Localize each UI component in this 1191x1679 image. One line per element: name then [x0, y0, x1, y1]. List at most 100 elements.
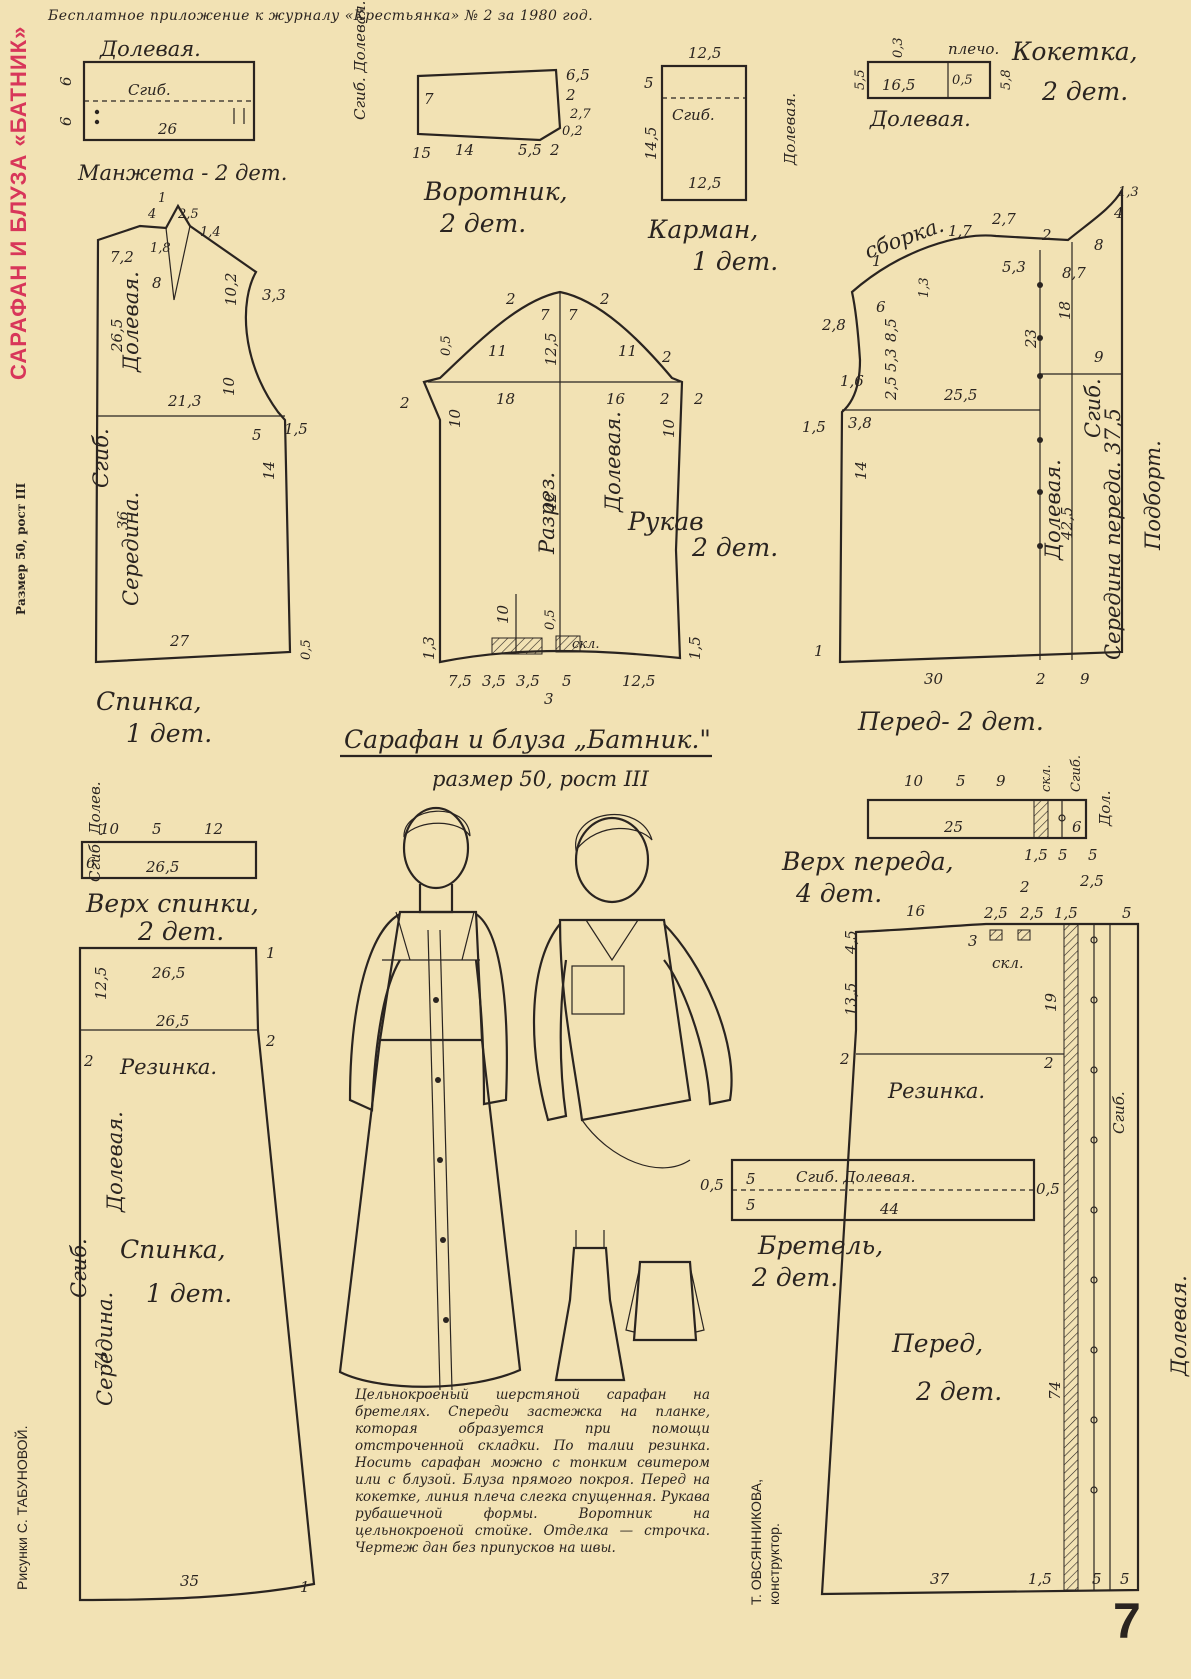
blouse-front-dim: 23: [1022, 329, 1040, 349]
cuff-button-mark: [94, 109, 100, 115]
fashion-illustration: [338, 806, 733, 1391]
strap-piece: 0,5 5 5 44 0,5 Сгиб. Долевая. Бретель, 2…: [700, 1158, 1060, 1292]
sarafan-body: [338, 910, 522, 1388]
blouse-back-dim: 4: [147, 207, 156, 222]
pocket-grain-label: Долевая.: [781, 93, 799, 166]
figure-right-arm: [474, 913, 508, 1106]
upper-back-name-1: Верх спинки,: [85, 889, 259, 918]
sleeve-dim: 2: [505, 290, 516, 308]
cuff-button-mark: [94, 119, 100, 125]
dress-back-outline: [78, 946, 316, 1602]
sleeve-name-2: 2 дет.: [691, 533, 778, 562]
sarafan-strap: [461, 911, 475, 961]
flat-sketches: [554, 1230, 705, 1382]
page-number: 7: [1113, 1593, 1141, 1649]
blouse-front-dim: 9: [1094, 348, 1104, 366]
dress-back-dim: 26,5: [155, 1012, 189, 1030]
dress-front-dim: 2,5: [983, 904, 1008, 922]
blouse-front-dim: 5,3: [882, 348, 900, 372]
sarafan-button: [437, 1157, 443, 1163]
yoke-dim: 5,5: [853, 69, 868, 90]
flat-blouse: [632, 1260, 698, 1342]
sleeve-dim: 16: [606, 390, 626, 408]
sleeve-name-1: Рукав: [627, 507, 704, 536]
sleeve-pleat-hatch: [555, 635, 581, 653]
blouse-front-dim: 1,3: [917, 277, 932, 298]
blouse-front-dim: 1: [872, 252, 882, 270]
blouse-front-dim: 2,5: [882, 376, 900, 401]
figure-head: [402, 806, 470, 890]
blouse-back-name-1: Спинка,: [96, 687, 202, 716]
dress-front-dim: 3: [968, 932, 978, 950]
blouse-back-dim: 1,4: [200, 225, 221, 240]
sleeve-slit-label: Разрез.: [535, 472, 559, 555]
strap-name-1: Бретель,: [757, 1231, 883, 1260]
pocket-name-2: 1 дет.: [692, 247, 778, 276]
sleeve-dim: 2: [659, 390, 670, 408]
blouse-front-dim: 4: [1113, 204, 1124, 222]
sleeve-dim: 10: [494, 604, 512, 624]
upper-back-dim: 10: [100, 820, 120, 838]
sarafan-strap: [395, 911, 411, 961]
sarafan-button: [443, 1317, 449, 1323]
dress-front-dim: 2,5: [1079, 872, 1104, 890]
dress-front-elastic-label: Резинка.: [887, 1079, 985, 1103]
blouse-front-dim: 3,8: [848, 414, 872, 432]
upper-front-dim: 5: [1058, 846, 1068, 864]
dress-back-center-label: Середина.: [93, 1292, 117, 1406]
flat-sarafan: [554, 1246, 626, 1382]
button-mark: [1090, 1206, 1098, 1214]
blouse-front-fold-label: Сгиб.: [1081, 378, 1105, 438]
button-mark: [1037, 437, 1043, 443]
blouse-front-dim: 1: [814, 642, 824, 660]
blouse-back-grain: Долевая.: [119, 271, 143, 373]
upper-back-dim: 12: [204, 820, 223, 838]
button-mark: [1090, 1346, 1098, 1354]
blouse-front-dim: 2,8: [821, 316, 846, 334]
collar-side-label: Сгиб. Долевая.: [351, 1, 369, 120]
dress-back-dim: 74: [92, 1351, 110, 1370]
blouse-front-dim: 9: [1080, 670, 1090, 688]
button-mark: [1090, 936, 1098, 944]
dress-front-dim: 2: [1019, 878, 1030, 896]
sleeve-dim: 2: [399, 394, 410, 412]
strap-dim: 5: [746, 1196, 756, 1214]
dress-front-grain-label: Долевая.: [1167, 1275, 1191, 1377]
collar-dim: 7: [424, 90, 434, 108]
collar-dim: 2: [549, 141, 560, 159]
dress-front-dim: 5: [1120, 1570, 1130, 1588]
blouse-back-dim: 1,5: [284, 420, 308, 438]
pocket-top-dim: 12,5: [688, 44, 721, 62]
blouse-front-grain-label: Долевая.: [1041, 459, 1065, 561]
cuff-name: Манжета - 2 дет.: [77, 161, 287, 185]
sarafan-button: [433, 997, 439, 1003]
blouse-front-dim: 1,6: [840, 372, 864, 390]
button-mark: [1090, 1416, 1098, 1424]
description-text: Цельнокроеный шерстяной сарафан на брете…: [355, 1387, 710, 1556]
dress-back-name-1: Спинка,: [120, 1235, 226, 1264]
upper-front-dim: 5: [1088, 846, 1098, 864]
pocket-height-dim: 14,5: [642, 127, 660, 160]
button-mark: [1037, 282, 1043, 288]
yoke-shoulder-label: плечо.: [948, 40, 999, 58]
blouse-back-dim: 0,5: [299, 639, 314, 660]
dress-front-dim: 5: [1092, 1570, 1102, 1588]
blouse-front-gather-label: сборка.: [861, 213, 947, 264]
sleeve-grain-label: Долевая.: [601, 411, 625, 513]
pocket-piece: 12,5 Сгиб. 12,5 5 14,5 Долевая. Карман, …: [642, 44, 799, 276]
upper-front-dim: 9: [996, 772, 1006, 790]
blouse-front-dim: 18: [1056, 301, 1074, 320]
sleeve-bottom-dim: 3: [544, 690, 554, 708]
dress-front-dim: 4,5: [842, 930, 860, 955]
dress-front-dim: 13,5: [842, 983, 860, 1016]
sleeve-dim: 18: [496, 390, 515, 408]
upper-front-name-2: 4 дет.: [795, 879, 882, 908]
blouse-back-dim: 5: [252, 426, 262, 444]
blouse-front-dim: 2: [1035, 670, 1046, 688]
sleeve-dim: 0,5: [439, 335, 454, 356]
blouse-pocket: [571, 965, 625, 1015]
dress-front-pleat-label: скл.: [992, 954, 1024, 972]
cuff-height-dim: 6: [57, 116, 75, 126]
sleeve-dim: 10: [660, 418, 678, 438]
dress-front-name-2: 2 дет.: [915, 1377, 1002, 1406]
